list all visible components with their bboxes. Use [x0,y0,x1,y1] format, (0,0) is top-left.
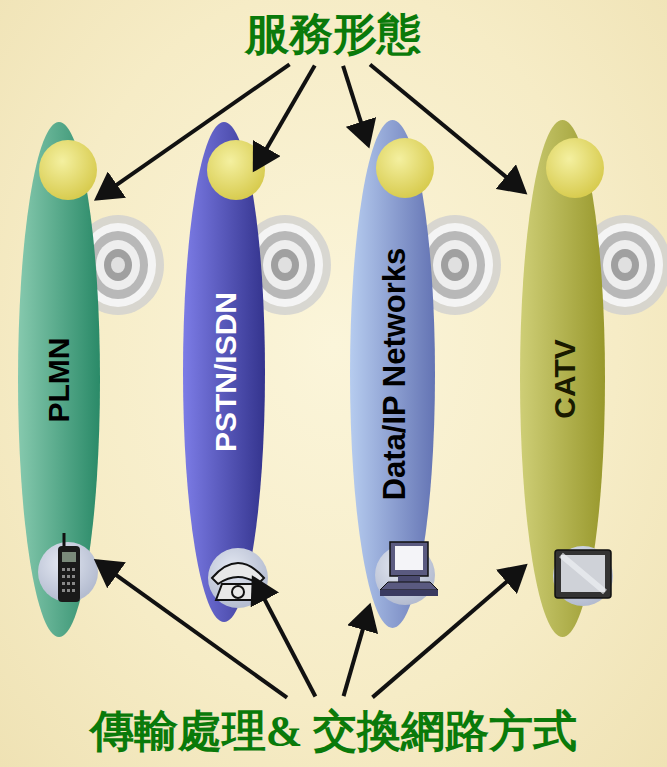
ellipse-fill [183,122,265,622]
network-ellipse: Data/IP Networks [350,120,435,628]
network-label: Data/IP Networks [377,248,413,501]
yellow-cap [207,140,265,200]
heading-text: 傳輸處理& 交換網路方式 [8,700,659,762]
arrow-connector [370,65,524,192]
yellow-cap [376,138,434,198]
telephone-icon [208,548,268,608]
network-label: PLMN [42,337,76,422]
arrow-connector [343,66,368,145]
yellow-cap [546,138,604,198]
heading-text-node: 服務形態 [205,6,461,62]
network-ellipse: PLMN [18,122,100,637]
arrow-connector [255,65,315,168]
ellipse-fill [520,120,605,637]
arrow-connector [97,64,289,198]
network-ellipse: CATV [520,120,605,637]
network-label: PSTN/ISDN [209,292,243,452]
heading-text-node: 傳輸處理& 交換網路方式 [8,700,659,762]
ellipse-fill [18,122,100,637]
ellipse-fill [350,120,435,628]
mobile-phone-icon [38,533,98,602]
arrow-connector [254,579,316,697]
television-icon [553,546,613,606]
heading-text: 服務形態 [205,6,461,62]
network-ellipse: PSTN/ISDN [183,122,265,622]
arrow-connector [344,607,370,697]
arrow-connector [372,566,524,697]
network-label: CATV [548,339,582,418]
arrow-connector [97,561,287,697]
computer-icon [375,542,438,605]
yellow-cap [39,140,97,200]
